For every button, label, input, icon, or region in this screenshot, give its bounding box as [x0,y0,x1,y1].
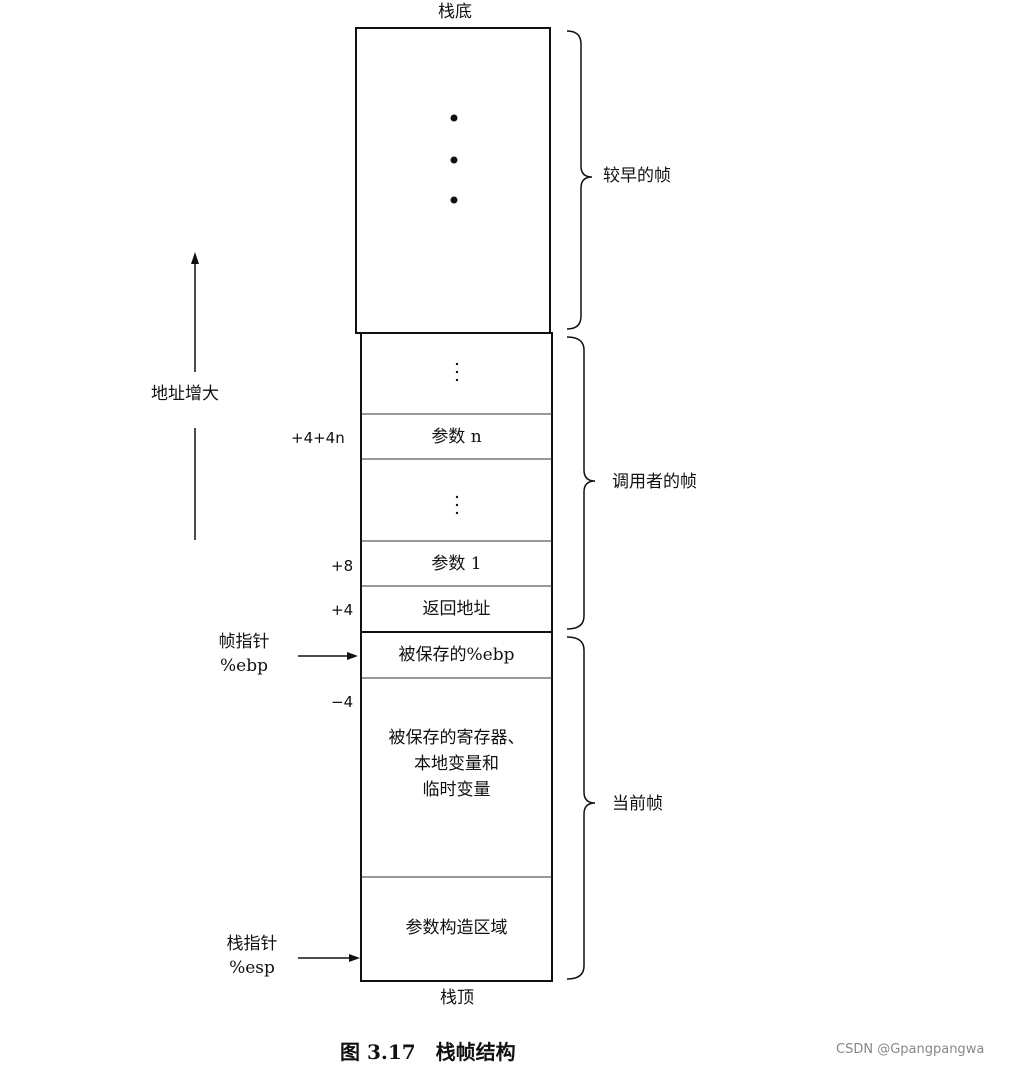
cell-param-1: 参数 1 [431,553,482,574]
cell-saved-registers: 被保存的寄存器、 本地变量和 临时变量 [388,728,525,800]
ellipsis-dot [450,156,458,164]
frame-pointer-label: 帧指针 %ebp [218,632,270,676]
offset-minus-4: −4 [331,693,354,711]
stack-frames-block [360,332,553,982]
current-frame-label: 当前帧 [612,794,663,814]
figure-caption: 图 3.17 栈帧结构 [340,1040,516,1064]
stack-pointer-label: 栈指针 %esp [226,934,278,978]
ellipsis-dot [450,196,458,204]
vertical-ellipsis [455,495,459,515]
cell-return-address: 返回地址 [422,599,491,619]
caller-frame-label: 调用者的帧 [612,472,697,492]
stack-pointer-arrow [298,954,360,962]
earlier-frames-label: 较早的帧 [603,166,671,186]
address-increase-label: 地址增大 [151,384,219,404]
ellipsis-dot [450,114,458,122]
stack-bottom-label: 栈底 [438,2,472,22]
offset-plus-4: +4 [331,601,354,619]
vertical-ellipsis [455,362,459,382]
watermark: CSDN @Gpangpangwa [836,1042,985,1057]
address-increase-arrow [191,252,199,540]
cell-param-n: 参数 n [431,426,482,447]
brace-earlier-frames [566,30,593,330]
cell-argument-build-area: 参数构造区域 [405,918,508,938]
cell-saved-ebp: 被保存的%ebp [398,645,515,665]
frame-pointer-arrow [298,652,358,660]
earlier-frames-block [355,27,551,334]
offset-plus-8: +8 [331,557,354,575]
brace-current-frame [566,636,596,980]
offset-plus-4-4n: +4+4n [291,429,345,447]
brace-caller-frame [566,336,596,630]
stack-top-label: 栈顶 [440,988,474,1008]
